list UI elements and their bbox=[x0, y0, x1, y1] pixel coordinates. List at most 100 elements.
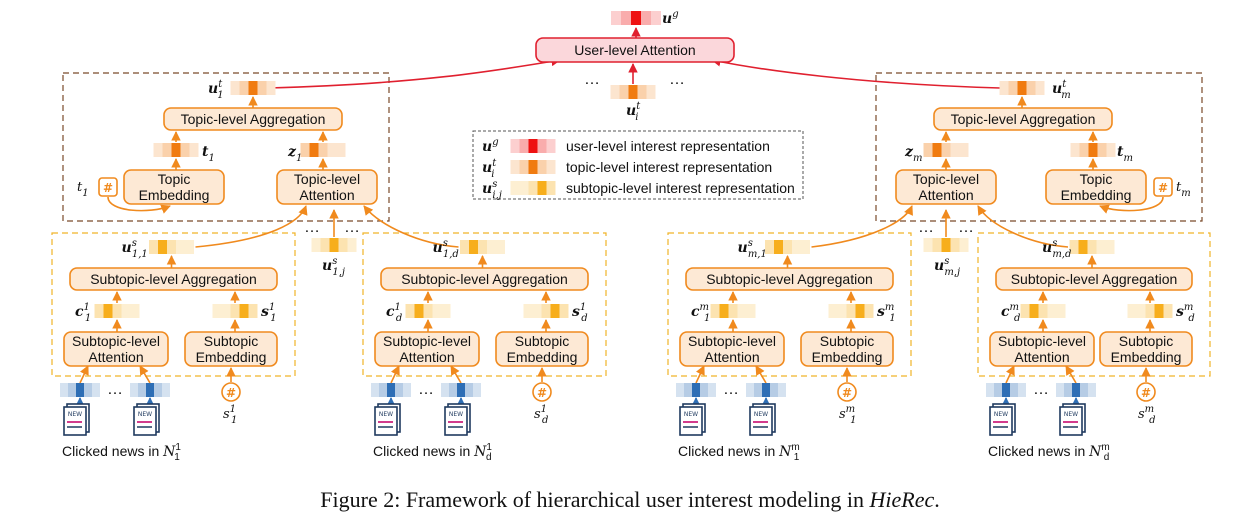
vector-cell bbox=[728, 304, 738, 318]
vector-cell bbox=[465, 383, 473, 397]
vector-cell bbox=[950, 143, 960, 157]
subtopic-attention-1-frame bbox=[63, 331, 169, 367]
hash-circle bbox=[221, 382, 241, 402]
dots-right-a: … bbox=[918, 219, 934, 236]
hash-topic-left: # bbox=[98, 177, 118, 197]
vector-cell bbox=[121, 304, 131, 318]
vector-cell bbox=[708, 383, 716, 397]
dots-news-4: … bbox=[1033, 381, 1049, 398]
vector-cell bbox=[432, 304, 442, 318]
vector-cell bbox=[828, 304, 838, 318]
vector-cell bbox=[537, 181, 547, 195]
vector-cell bbox=[1096, 240, 1106, 254]
topic-vector-tm bbox=[1070, 143, 1116, 157]
topic-vector-zm bbox=[923, 143, 969, 157]
dots-news-3: … bbox=[723, 381, 739, 398]
vector-cell bbox=[309, 143, 319, 157]
vector-cell bbox=[932, 143, 942, 157]
hash-subtopic-3: # bbox=[837, 382, 857, 402]
subtopic-aggregation-2-frame bbox=[380, 267, 589, 291]
vector-cell bbox=[230, 304, 240, 318]
vector-cell bbox=[130, 304, 140, 318]
topic-attention-right-label: Attention bbox=[918, 187, 973, 203]
vector-cell bbox=[158, 240, 167, 254]
news-icon-b-2: NEW bbox=[444, 403, 471, 436]
vector-cell bbox=[932, 238, 942, 252]
vector-cell bbox=[94, 304, 104, 318]
caption-suffix: . bbox=[934, 487, 940, 512]
subtopic-attention-4-label: Subtopic-level bbox=[998, 333, 1086, 349]
vector-cell bbox=[180, 143, 190, 157]
subtopic-vector-us-3 bbox=[765, 240, 810, 254]
subtopic-vector-c-3 bbox=[710, 304, 756, 318]
vector-cell bbox=[719, 304, 729, 318]
vector-cell bbox=[746, 304, 756, 318]
legend-vector-topic bbox=[510, 160, 556, 174]
vector-cell bbox=[1088, 383, 1096, 397]
vector-cell bbox=[510, 181, 520, 195]
dots-left-b: … bbox=[344, 219, 360, 236]
news-badge: NEW bbox=[449, 411, 463, 418]
topic-aggregation-right-frame bbox=[933, 107, 1113, 131]
symbol-tm: tm bbox=[1117, 144, 1133, 164]
vector-cell bbox=[257, 81, 267, 95]
vector-cell bbox=[519, 139, 529, 153]
subtopic-attention-3-frame bbox=[679, 331, 785, 367]
vector-cell bbox=[837, 304, 847, 318]
news-vector-b-3 bbox=[746, 383, 786, 397]
vector-cell bbox=[473, 383, 481, 397]
link-news-a-to-satt-2 bbox=[390, 365, 400, 384]
vector-cell bbox=[923, 238, 933, 252]
vector-cell bbox=[950, 238, 960, 252]
vector-cell bbox=[700, 383, 708, 397]
subtopic-aggregation-1-frame bbox=[69, 267, 278, 291]
vector-cell bbox=[266, 81, 276, 95]
news-vector-b-4 bbox=[1056, 383, 1096, 397]
topic-aggregation-right-label: Topic-level Aggregation bbox=[951, 111, 1096, 127]
subtopic-aggregation-4-label: Subtopic-level Aggregation bbox=[1011, 271, 1178, 287]
legend-text-topic: topic-level interest representation bbox=[566, 159, 772, 175]
legend-vector-user bbox=[510, 139, 556, 153]
subtopic-embedding-2-frame bbox=[495, 331, 589, 367]
vector-cell bbox=[631, 11, 641, 25]
vector-cell bbox=[347, 238, 357, 252]
vector-cell bbox=[496, 240, 505, 254]
subtopic-embedding-4-frame bbox=[1099, 331, 1193, 367]
vector-cell bbox=[460, 240, 469, 254]
legend-vector-subtopic bbox=[510, 181, 556, 195]
topic-embedding-right-frame bbox=[1045, 169, 1147, 205]
news-vector-a-4 bbox=[986, 383, 1026, 397]
vector-cell bbox=[176, 240, 185, 254]
dots-news-1: … bbox=[107, 381, 123, 398]
vector-cell bbox=[1080, 383, 1088, 397]
vector-cell bbox=[189, 143, 199, 157]
topic-aggregation-right: Topic-level Aggregation bbox=[933, 107, 1113, 131]
news-icon-b-3: NEW bbox=[749, 403, 776, 436]
vector-cell bbox=[646, 85, 656, 99]
legend-text-user: user-level interest representation bbox=[566, 138, 770, 154]
news-vector-a-3 bbox=[676, 383, 716, 397]
vector-cell bbox=[528, 181, 538, 195]
vector-cell bbox=[537, 139, 547, 153]
dots-left-a: … bbox=[304, 219, 320, 236]
vector-cell bbox=[959, 238, 969, 252]
vector-cell bbox=[1017, 81, 1027, 95]
hash-glyph: # bbox=[537, 386, 547, 400]
vector-cell bbox=[212, 304, 222, 318]
vector-cell bbox=[770, 383, 778, 397]
subtopic-aggregation-1-label: Subtopic-level Aggregation bbox=[90, 271, 257, 287]
vector-cell bbox=[405, 304, 415, 318]
subtopic-embedding-3-label: Embedding bbox=[812, 349, 883, 365]
topic-aggregation-left-frame bbox=[163, 107, 343, 131]
vector-cell bbox=[559, 304, 569, 318]
vector-cell bbox=[146, 383, 154, 397]
subtopic-aggregation-2: Subtopic-level Aggregation bbox=[380, 267, 589, 291]
news-badge: NEW bbox=[1064, 411, 1078, 418]
vector-cell bbox=[248, 304, 258, 318]
subtopic-embedding-2-label: Subtopic bbox=[515, 333, 569, 349]
subtopic-attention-3-label: Subtopic-level bbox=[688, 333, 776, 349]
